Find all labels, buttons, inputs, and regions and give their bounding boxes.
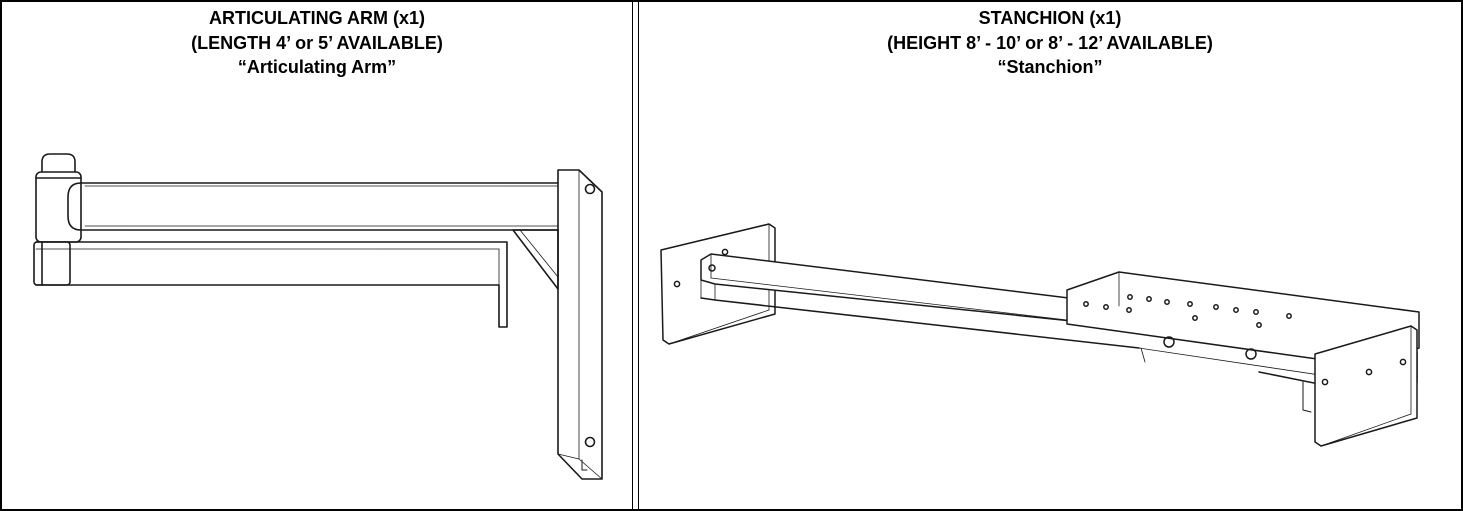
upper-arm-tube bbox=[81, 183, 558, 230]
articulating-arm-drawing-icon bbox=[2, 2, 633, 509]
channel-holes bbox=[1084, 295, 1291, 327]
panel-label: “Articulating Arm” bbox=[237, 57, 397, 77]
panel-articulating-arm: ARTICULATING ARM (x1) (LENGTH 4’ or 5’ A… bbox=[2, 2, 633, 509]
panel-heading: STANCHION (x1) (HEIGHT 8’ - 10’ or 8’ - … bbox=[639, 6, 1461, 80]
mount-hole-top bbox=[586, 185, 595, 194]
panel-subtitle: (HEIGHT 8’ - 10’ or 8’ - 12’ AVAILABLE) bbox=[887, 32, 1213, 53]
panel-label: “Stanchion” bbox=[997, 57, 1103, 77]
mounting-plate bbox=[558, 170, 602, 479]
pivot-body bbox=[36, 172, 81, 242]
lower-arm-bar bbox=[36, 242, 507, 327]
panel-stanchion: STANCHION (x1) (HEIGHT 8’ - 10’ or 8’ - … bbox=[638, 2, 1461, 509]
adjust-pin bbox=[1164, 337, 1174, 347]
gusset-brace bbox=[513, 230, 558, 289]
pivot-knuckle bbox=[34, 242, 70, 285]
panel-subtitle: (LENGTH 4’ or 5’ AVAILABLE) bbox=[191, 32, 443, 53]
panel-title: ARTICULATING ARM (x1) bbox=[209, 8, 425, 28]
panel-heading: ARTICULATING ARM (x1) (LENGTH 4’ or 5’ A… bbox=[2, 6, 632, 80]
stanchion-drawing-icon bbox=[639, 2, 1461, 509]
panel-title: STANCHION (x1) bbox=[978, 8, 1122, 28]
mount-hole-bottom bbox=[586, 438, 595, 447]
adjust-pin bbox=[1246, 349, 1256, 359]
pivot-cap bbox=[42, 154, 75, 172]
